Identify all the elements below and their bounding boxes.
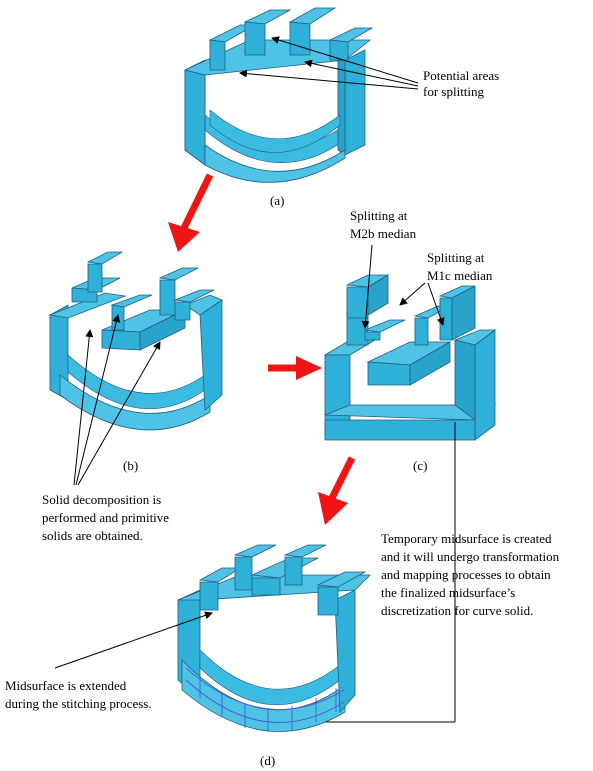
label-temp-4: the finalized midsurface’s — [381, 585, 515, 600]
label-split-m1c-1: Splitting at — [427, 250, 485, 265]
label-extended-2: during the stitching process. — [5, 696, 152, 711]
leader-potential-areas — [239, 36, 419, 90]
leader-decomposition — [73, 314, 161, 486]
label-split-m2b-2: M2b median — [350, 226, 417, 241]
caption-a: (a) — [270, 193, 284, 208]
leader-split-m1c — [399, 282, 445, 326]
leader-split-m2b — [361, 244, 373, 329]
label-potential-areas-2: for splitting — [423, 84, 485, 99]
solid-b — [48, 251, 223, 431]
label-temp-1: Temporary midsurface is created — [381, 531, 552, 546]
solid-c — [323, 274, 497, 441]
label-temp-2: and it will undergo transformation — [381, 549, 560, 564]
caption-b: (b) — [123, 458, 138, 473]
label-temp-3: and mapping processes to obtain — [381, 567, 551, 582]
leader-midsurface-extended — [54, 611, 213, 669]
label-decomposition-3: solids are obtained. — [42, 528, 143, 543]
label-split-m2b-1: Splitting at — [350, 208, 408, 223]
caption-c: (c) — [413, 458, 427, 473]
solid-d — [177, 544, 371, 732]
label-split-m1c-2: M1c median — [427, 268, 493, 283]
red-arrow-b-to-c — [268, 356, 322, 380]
label-extended-1: Midsurface is extended — [5, 678, 127, 693]
label-decomposition-2: performed and primitive — [42, 510, 169, 525]
label-temp-5: discretization for curve solid. — [381, 603, 533, 618]
midsurface-mesh — [185, 667, 345, 732]
label-potential-areas-1: Potential areas — [423, 68, 499, 83]
solid-a — [183, 7, 374, 183]
caption-d: (d) — [260, 753, 275, 768]
red-arrow-a-to-b — [168, 173, 214, 252]
label-decomposition-1: Solid decomposition is — [42, 492, 161, 507]
red-arrow-c-to-d — [318, 456, 356, 525]
